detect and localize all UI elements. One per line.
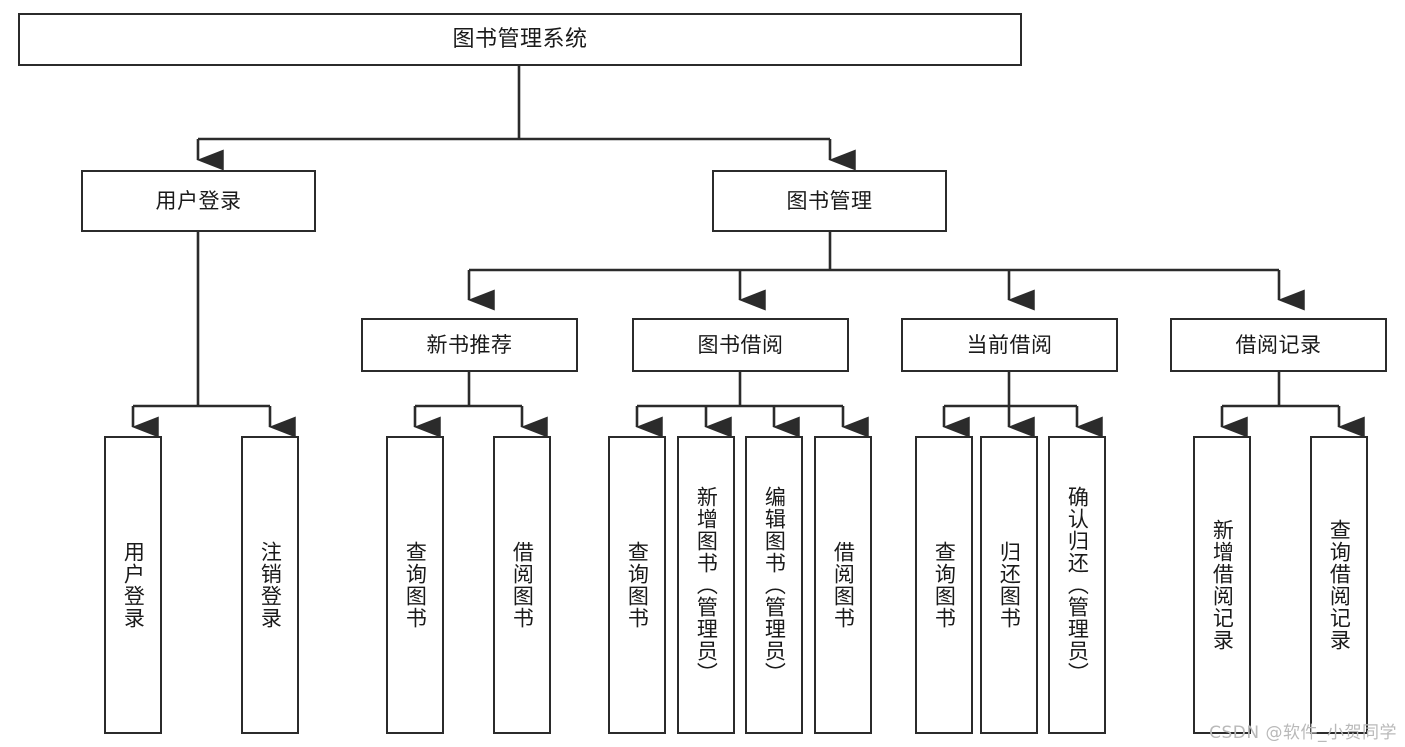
leaf-borrow-book[interactable]: 借阅图书 <box>814 436 872 734</box>
leaf-return-book[interactable]: 归还图书 <box>980 436 1038 734</box>
node-current-borrow[interactable]: 当前借阅 <box>901 318 1118 372</box>
leaf-query-book-new[interactable]: 查询图书 <box>386 436 444 734</box>
node-root-system[interactable]: 图书管理系统 <box>18 13 1022 66</box>
leaf-query-book-borrow[interactable]: 查询图书 <box>608 436 666 734</box>
node-new-book-recommend[interactable]: 新书推荐 <box>361 318 578 372</box>
node-user-login[interactable]: 用户登录 <box>81 170 316 232</box>
node-borrow-record[interactable]: 借阅记录 <box>1170 318 1387 372</box>
leaf-edit-book-admin[interactable]: 编辑图书（管理员） <box>745 436 803 734</box>
leaf-query-book-current[interactable]: 查询图书 <box>915 436 973 734</box>
csdn-watermark: CSDN @软件_小贺同学 <box>1209 723 1397 743</box>
leaf-add-borrow-record[interactable]: 新增借阅记录 <box>1193 436 1251 734</box>
leaf-user-login[interactable]: 用户登录 <box>104 436 162 734</box>
leaf-borrow-book-new[interactable]: 借阅图书 <box>493 436 551 734</box>
leaf-query-borrow-record[interactable]: 查询借阅记录 <box>1310 436 1368 734</box>
node-book-borrow[interactable]: 图书借阅 <box>632 318 849 372</box>
leaf-confirm-return-admin[interactable]: 确认归还（管理员） <box>1048 436 1106 734</box>
node-book-management[interactable]: 图书管理 <box>712 170 947 232</box>
leaf-logout-login[interactable]: 注销登录 <box>241 436 299 734</box>
leaf-add-book-admin[interactable]: 新增图书（管理员） <box>677 436 735 734</box>
